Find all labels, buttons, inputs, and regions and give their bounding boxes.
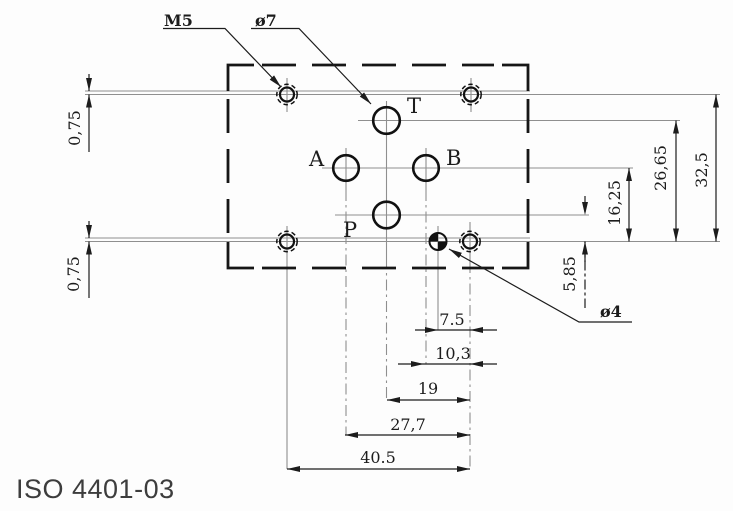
leader-lines — [163, 27, 632, 323]
dim-offset-bottom: 0,75 — [64, 256, 83, 292]
bolt-hole-top-left — [276, 83, 298, 106]
d4-leader — [448, 248, 632, 323]
port-b-label: B — [446, 146, 461, 170]
valve-footprint-outline — [226, 63, 530, 270]
bolt-hole-bottom-right — [459, 230, 481, 253]
dim-16-25: 16,25 — [605, 180, 624, 226]
dimension-lines — [85, 74, 720, 473]
port-t-label: T — [407, 94, 421, 118]
port-a-circle — [331, 153, 361, 183]
bolt-hole-bottom-left — [276, 230, 298, 253]
bolt-hole-top-right — [460, 83, 482, 106]
dim-7-5: 7.5 — [439, 310, 464, 329]
dim-32-5: 32,5 — [692, 152, 711, 188]
drawing-title: ISO 4401-03 — [16, 474, 175, 504]
m5-callout-label: M5 — [164, 11, 193, 30]
dim-26-65: 26,65 — [651, 145, 670, 191]
dim-10-3: 10,3 — [435, 344, 471, 363]
d7-leader — [251, 27, 372, 105]
dim-27-7: 27,7 — [390, 415, 426, 434]
pin-hole-d4 — [428, 232, 448, 251]
port-t-circle — [371, 105, 402, 136]
port-holes — [331, 105, 441, 230]
m5-bolt-holes — [276, 83, 482, 253]
dim-offset-top: 0,75 — [65, 110, 84, 146]
d4-callout-label: ø4 — [600, 302, 622, 321]
port-p-circle — [371, 200, 402, 230]
m5-leader — [163, 27, 282, 88]
port-b-circle — [411, 153, 441, 183]
d7-callout-label: ø7 — [255, 11, 277, 30]
port-a-label: A — [308, 147, 325, 171]
dim-40-5: 40.5 — [360, 448, 396, 467]
dim-19: 19 — [418, 379, 438, 398]
port-p-label: P — [343, 218, 357, 242]
dim-5-85: 5,85 — [560, 256, 579, 292]
centerlines — [85, 78, 720, 469]
